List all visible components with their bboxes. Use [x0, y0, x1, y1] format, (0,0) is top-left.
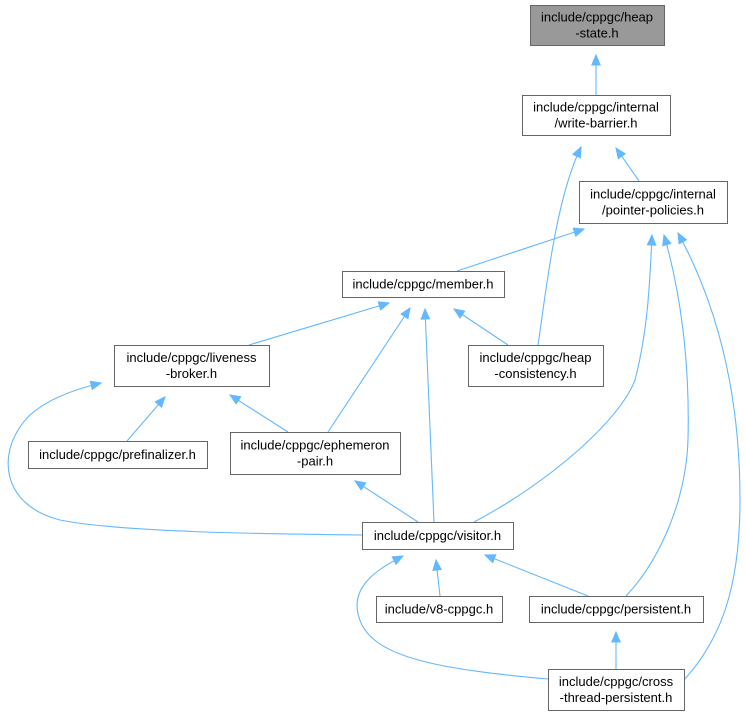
node-box — [342, 271, 505, 298]
edge-arrowhead — [591, 53, 601, 66]
node-label-line: include/cppgc/internal — [590, 187, 716, 202]
edge-ephemeron-pair-to-member — [327, 306, 411, 433]
node-label-line: -thread-persistent.h — [560, 690, 673, 705]
edge-arrowhead — [432, 558, 443, 571]
edge-line — [424, 308, 435, 523]
edge-visitor-to-ephemeron-pair — [353, 480, 419, 523]
edge-arrowhead — [420, 307, 431, 320]
node-box — [376, 596, 503, 623]
edge-line — [248, 302, 390, 346]
node-label-line: include/cppgc/cross — [559, 674, 674, 689]
edge-line — [453, 308, 509, 346]
edge-arrowhead — [572, 145, 582, 159]
node-box — [579, 181, 728, 224]
node-box — [530, 5, 665, 46]
edge-ephemeron-pair-to-liveness-broker — [228, 394, 289, 433]
node-label-line: /write-barrier.h — [554, 116, 637, 131]
edge-line — [356, 555, 549, 680]
edge-arrowhead — [646, 233, 657, 246]
node-label-line: -consistency.h — [494, 366, 576, 381]
node-label-line: include/cppgc/member.h — [353, 277, 494, 292]
edge-pointer-policies-to-write-barrier — [615, 146, 640, 182]
edge-member-to-pointer-policies — [456, 227, 586, 272]
node-label-line: include/cppgc/prefinalizer.h — [39, 447, 196, 462]
node-label-line: include/cppgc/ephemeron — [241, 438, 390, 453]
edge-visitor-to-member — [420, 307, 435, 523]
node-box — [522, 95, 671, 136]
edge-arrowhead — [483, 554, 497, 564]
edge-line — [229, 394, 289, 433]
edge-v8-cppgc-to-visitor — [432, 558, 443, 597]
edge-arrowhead — [400, 306, 411, 320]
edge-visitor-to-liveness-broker — [7, 380, 363, 536]
edge-cross-thread-persistent-to-visitor — [356, 555, 549, 680]
node-label-line: /pointer-policies.h — [602, 203, 704, 218]
node-heap-state[interactable]: include/cppgc/heap-state.h — [530, 5, 665, 46]
node-label-line: include/cppgc/internal — [533, 100, 659, 115]
node-label-line: include/cppgc/visitor.h — [374, 528, 501, 543]
edge-prefinalizer-to-liveness-broker — [126, 396, 166, 442]
node-label-line: include/cppgc/heap — [541, 10, 653, 25]
edges-layer — [7, 53, 741, 681]
nodes-layer: include/cppgc/heap-state.hinclude/cppgc/… — [28, 5, 728, 711]
node-label-line: include/cppgc/persistent.h — [541, 602, 691, 617]
edge-write-barrier-to-heap-state — [591, 53, 601, 95]
edge-arrowhead — [452, 308, 466, 319]
edge-line — [456, 228, 585, 272]
edge-arrowhead — [611, 630, 621, 643]
edge-heap-consistency-to-write-barrier — [537, 145, 582, 346]
node-ephemeron-pair[interactable]: include/cppgc/ephemeron-pair.h — [230, 432, 401, 475]
edge-line — [473, 234, 653, 523]
node-prefinalizer[interactable]: include/cppgc/prefinalizer.h — [28, 441, 208, 469]
edge-arrowhead — [353, 480, 367, 491]
edge-line — [354, 480, 419, 523]
edge-visitor-to-pointer-policies — [473, 233, 657, 523]
edge-persistent-to-pointer-policies — [625, 233, 689, 597]
edge-arrowhead — [391, 555, 405, 566]
edge-line — [537, 146, 582, 346]
node-visitor[interactable]: include/cppgc/visitor.h — [362, 522, 514, 550]
node-pointer-policies[interactable]: include/cppgc/internal/pointer-policies.… — [579, 181, 728, 224]
node-label-line: -pair.h — [297, 454, 333, 469]
node-box — [548, 669, 685, 711]
edge-arrowhead — [377, 301, 391, 311]
node-label-line: include/cppgc/heap — [479, 350, 591, 365]
edge-arrowhead — [677, 231, 688, 245]
node-persistent[interactable]: include/cppgc/persistent.h — [529, 596, 704, 623]
edge-arrowhead — [89, 380, 103, 391]
edge-cross-thread-persistent-to-pointer-policies — [677, 231, 741, 681]
node-write-barrier[interactable]: include/cppgc/internal/write-barrier.h — [522, 95, 671, 136]
edge-arrowhead — [662, 233, 672, 247]
node-box — [468, 345, 604, 387]
node-liveness-broker[interactable]: include/cppgc/liveness-broker.h — [114, 345, 270, 387]
node-heap-consistency[interactable]: include/cppgc/heap-consistency.h — [468, 345, 604, 387]
node-box — [529, 596, 704, 623]
edge-heap-consistency-to-member — [452, 308, 509, 346]
node-label-line: include/cppgc/liveness — [126, 350, 257, 365]
edge-line — [677, 232, 741, 681]
edge-line — [625, 234, 689, 597]
edge-arrowhead — [228, 394, 242, 405]
node-label-line: -state.h — [575, 26, 618, 41]
node-label-line: include/v8-cppgc.h — [385, 602, 493, 617]
node-cross-thread-persistent[interactable]: include/cppgc/cross-thread-persistent.h — [548, 669, 685, 711]
edge-cross-thread-persistent-to-persistent — [611, 630, 621, 669]
edge-arrowhead — [154, 396, 166, 409]
node-box — [362, 522, 514, 550]
node-box — [28, 441, 208, 469]
node-label-line: -broker.h — [166, 366, 217, 381]
edge-liveness-broker-to-member — [248, 301, 391, 346]
edge-persistent-to-visitor — [483, 554, 589, 597]
edge-line — [484, 554, 589, 597]
node-member[interactable]: include/cppgc/member.h — [342, 271, 505, 298]
node-box — [230, 432, 401, 475]
edge-line — [7, 382, 363, 536]
node-v8-cppgc[interactable]: include/v8-cppgc.h — [376, 596, 503, 623]
edge-line — [327, 307, 411, 433]
node-box — [114, 345, 270, 387]
edge-arrowhead — [572, 227, 586, 237]
edge-arrowhead — [615, 146, 627, 160]
